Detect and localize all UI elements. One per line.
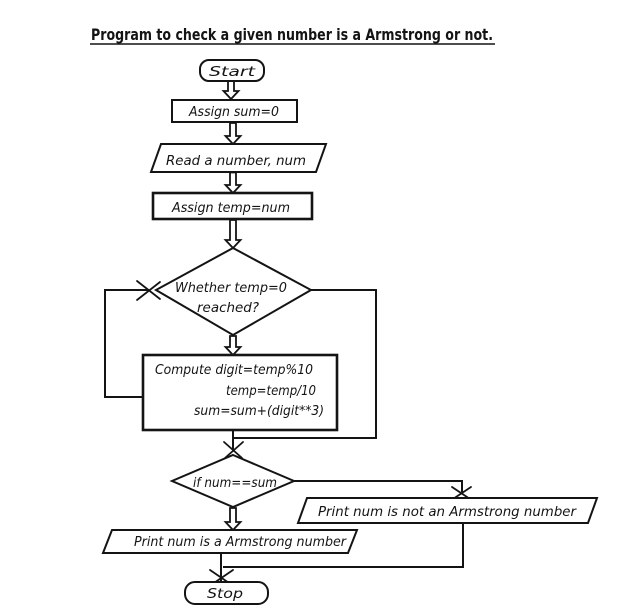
node-armstrong-check: if num==sum [169, 453, 297, 509]
io-shape [296, 497, 599, 524]
io-shape [149, 143, 328, 173]
node-print-armstrong: Print num is a Armstrong number [101, 529, 359, 554]
node-print-not-armstrong: Print num is not an Armstrong number [296, 497, 599, 524]
node-loop-condition: Whether temp=0 reached? [153, 246, 314, 337]
node-stop: Stop [184, 581, 269, 605]
page-title: Program to check a given number is a Arm… [91, 25, 493, 44]
loop-condition-label-line2: reached? [197, 300, 259, 316]
terminator-shape [199, 59, 265, 82]
assign-sum-label: Assign sum=0 [188, 104, 279, 120]
decision-shape [169, 453, 297, 509]
node-compute: Compute digit=temp%10 temp=temp/10 sum=s… [141, 353, 339, 432]
edge-armstrong-check-to-print-not [294, 480, 463, 492]
arrow-loop-condition-to-compute-icon [223, 335, 243, 357]
assign-temp-label: Assign temp=num [171, 200, 290, 216]
terminator-shape [184, 581, 269, 605]
decision-shape [153, 246, 314, 337]
compute-label-line1: Compute digit=temp%10 [155, 362, 313, 378]
arrow-assign-temp-to-loop-condition-icon [223, 219, 243, 250]
node-assign-temp: Assign temp=num [151, 191, 314, 221]
read-number-label: Read a number, num [166, 153, 306, 169]
arrowhead-into-armstrong-check-icon [223, 441, 244, 459]
arrow-start-to-assign-sum-icon [221, 80, 241, 101]
print-not-armstrong-label: Print num is not an Armstrong number [318, 504, 577, 520]
io-shape [101, 529, 359, 554]
arrow-armstrong-check-to-print-armstrong-icon [223, 507, 243, 532]
start-label: Start [209, 64, 256, 80]
arrow-read-to-assign-temp-icon [223, 171, 243, 195]
edge-print-not-to-stop [223, 524, 464, 568]
arrow-assign-sum-to-read-icon [223, 122, 243, 146]
process-shape [141, 353, 339, 432]
compute-label-line3: sum=sum+(digit**3) [194, 403, 324, 419]
hollow-arrows [221, 80, 243, 532]
arrowhead-into-loop-condition-icon [136, 280, 161, 301]
loop-condition-label-line1: Whether temp=0 [175, 280, 287, 296]
edge-compute-to-loop-condition [104, 289, 149, 398]
node-read-number: Read a number, num [149, 143, 328, 173]
compute-label-line2: temp=temp/10 [226, 383, 316, 399]
node-start: Start [199, 59, 265, 82]
print-armstrong-label: Print num is a Armstrong number [134, 534, 347, 550]
process-shape [151, 191, 314, 221]
node-assign-sum: Assign sum=0 [171, 99, 298, 123]
edge-loop-condition-to-armstrong-check [232, 289, 377, 451]
stop-label: Stop [207, 586, 243, 602]
armstrong-check-label: if num==sum [193, 475, 277, 491]
process-shape [171, 99, 298, 123]
